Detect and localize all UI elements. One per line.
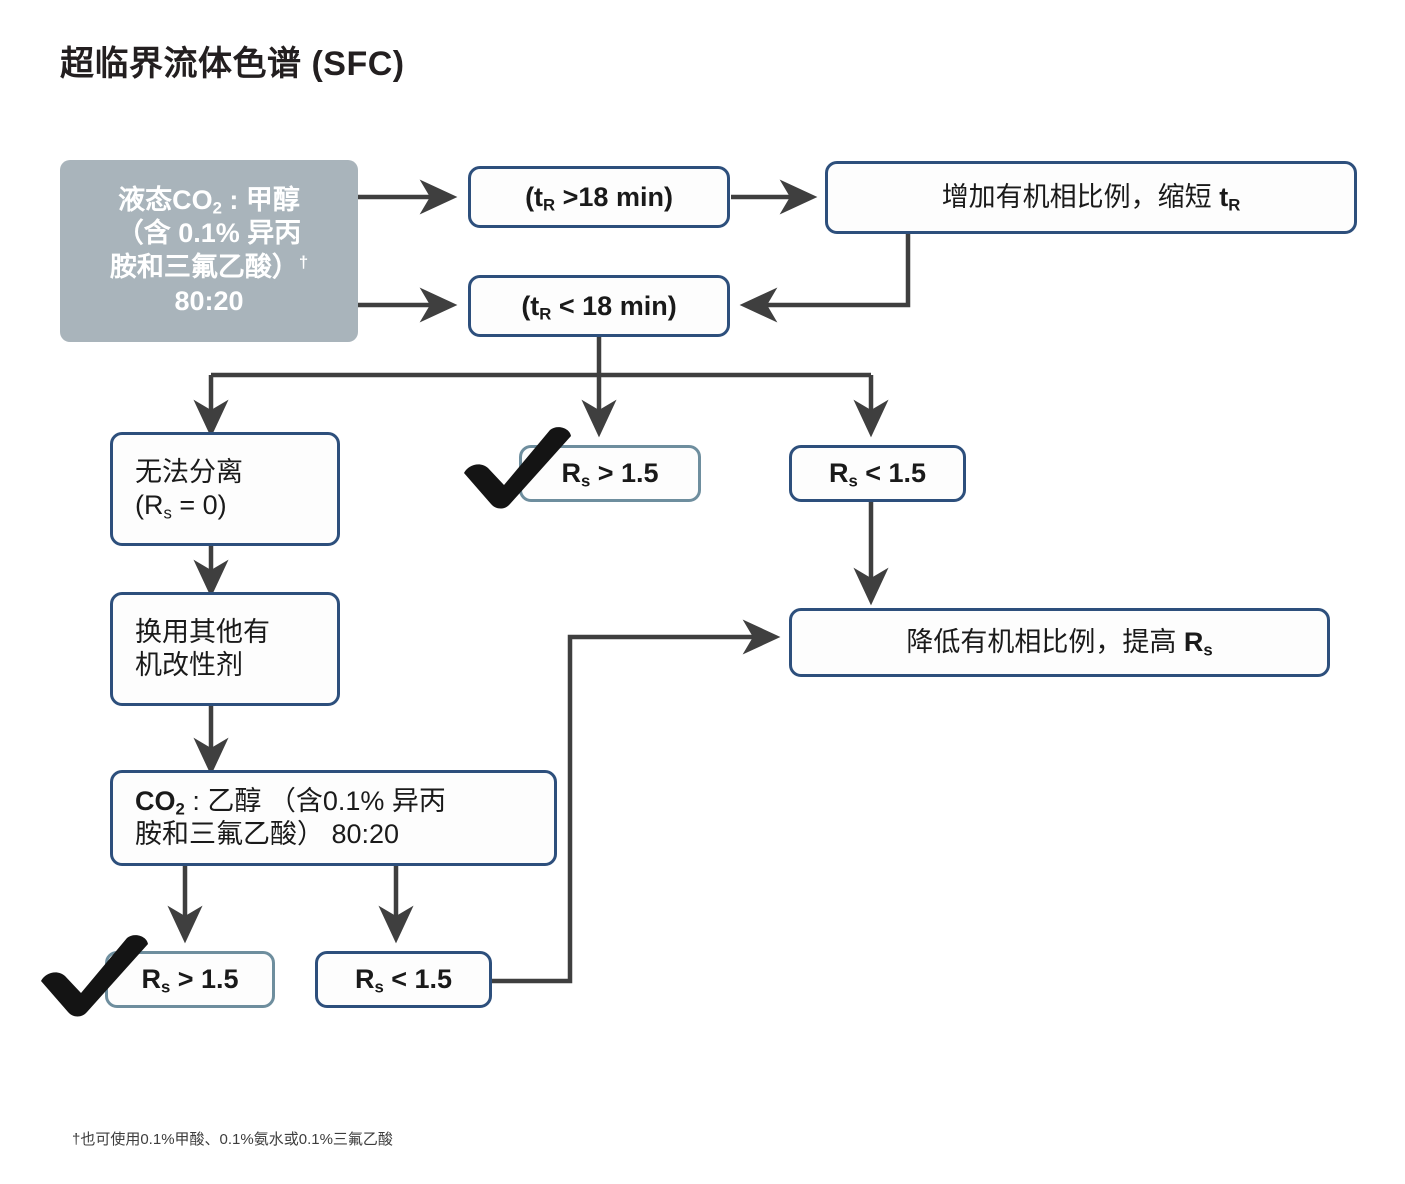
check-mark-icon-top bbox=[458, 425, 578, 510]
switch-line-1: 换用其他有 bbox=[135, 617, 270, 648]
node-rs-greater-1-5-top[interactable]: Rs > 1.5 bbox=[519, 445, 701, 502]
start-line-3: 胺和三氟乙酸）† bbox=[109, 252, 309, 282]
page-title: 超临界流体色谱 (SFC) bbox=[60, 45, 405, 83]
node-no-separation[interactable]: 无法分离 (Rs = 0) bbox=[110, 432, 340, 546]
node-tr-less-18[interactable]: (tR < 18 min) bbox=[468, 275, 730, 337]
footnote-text: †也可使用0.1%甲酸、0.1%氨水或0.1%三氟乙酸 bbox=[72, 1131, 393, 1148]
start-line-4: 80:20 bbox=[174, 285, 244, 316]
node-rs-less-1-5-top[interactable]: Rs < 1.5 bbox=[789, 445, 966, 502]
node-decrease-organic[interactable]: 降低有机相比例，提高 Rs bbox=[789, 608, 1330, 677]
node-start-mobile-phase[interactable]: 液态CO2 : 甲醇 （含 0.1% 异丙 胺和三氟乙酸）† 80:20 bbox=[60, 160, 358, 342]
node-increase-organic[interactable]: 增加有机相比例，缩短 tR bbox=[825, 161, 1357, 234]
node-switch-modifier[interactable]: 换用其他有 机改性剂 bbox=[110, 592, 340, 706]
wire-increase-to-tr-lt bbox=[739, 234, 911, 323]
start-line-2: （含 0.1% 异丙 bbox=[116, 218, 302, 249]
node-tr-greater-18[interactable]: (tR >18 min) bbox=[468, 166, 730, 228]
node-rs-less-1-5-bottom[interactable]: Rs < 1.5 bbox=[315, 951, 492, 1008]
no-sep-line-2: (Rs = 0) bbox=[135, 490, 227, 523]
node-rs-greater-1-5-bottom[interactable]: Rs > 1.5 bbox=[105, 951, 275, 1008]
co2eth-line-2: 胺和三氟乙酸） 80:20 bbox=[135, 819, 400, 849]
start-line-1: 液态CO2 : 甲醇 bbox=[118, 184, 300, 218]
switch-line-2: 机改性剂 bbox=[135, 650, 243, 680]
co2eth-line-1: CO2 : 乙醇 （含0.1% 异丙 bbox=[135, 786, 446, 819]
no-sep-line-1: 无法分离 bbox=[135, 457, 243, 488]
check-mark-icon-bottom bbox=[35, 933, 155, 1018]
node-co2-ethanol[interactable]: CO2 : 乙醇 （含0.1% 异丙 胺和三氟乙酸） 80:20 bbox=[110, 770, 557, 866]
